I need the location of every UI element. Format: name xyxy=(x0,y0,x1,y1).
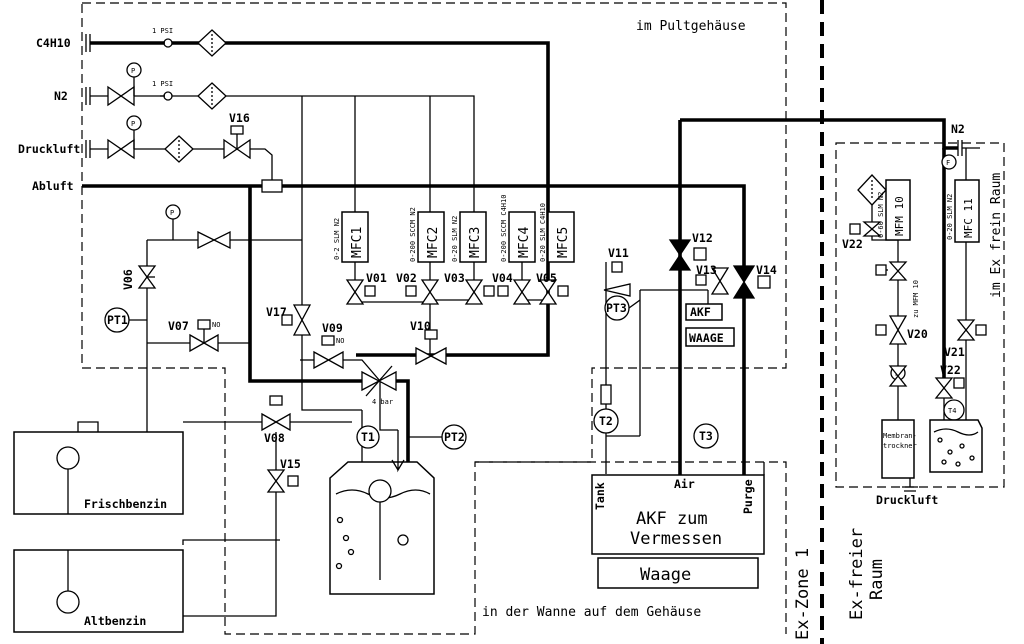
v09-label: V09 xyxy=(322,321,343,335)
purge-port-label: Purge xyxy=(741,479,755,514)
v20-label: V20 xyxy=(907,327,928,341)
t4-label: T4 xyxy=(948,407,956,415)
sensors xyxy=(104,154,965,450)
v13-label: V13 xyxy=(696,263,717,277)
v11-label: V11 xyxy=(608,246,629,260)
mfc3-range: 0-20 SLM N2 xyxy=(451,216,459,262)
no-label-2: NO xyxy=(336,337,344,345)
t1-label: T1 xyxy=(361,430,375,444)
mfc11-label: MFC 11 xyxy=(962,198,975,238)
v04-label: V04 xyxy=(492,271,513,285)
pt3-label: PT3 xyxy=(606,301,627,315)
inlet-n2-label: N2 xyxy=(54,89,68,103)
akf-small-label: AKF xyxy=(690,305,711,319)
mfc5-label: MFC5 xyxy=(556,227,571,258)
tank-port-label: Tank xyxy=(593,482,607,510)
waage-label: Waage xyxy=(640,565,691,585)
pt2-label: PT2 xyxy=(444,430,465,444)
valve-labels: V01 V02 V03 V04 V05 V06 V07 NO V08 V09 N… xyxy=(121,111,965,471)
v01-label: V01 xyxy=(366,271,387,285)
zone-label-exfrei-2: Raum xyxy=(867,559,887,600)
v17-label: V17 xyxy=(266,305,287,319)
main-thick-lines xyxy=(82,41,958,485)
outlet-abluft-label: Abluft xyxy=(32,179,74,193)
mfc5-range: 0-20 SLM C4H10 xyxy=(539,203,547,262)
gauge-p-1: P xyxy=(131,67,135,75)
v07-label: V07 xyxy=(168,319,189,333)
bar-label: 4 bar xyxy=(372,398,393,406)
inlet-c4h10-label: C4H10 xyxy=(36,36,71,50)
psi-label-1: 1 PSI xyxy=(152,27,173,35)
mfc1-label: MFC1 xyxy=(350,227,365,258)
t3-label: T3 xyxy=(699,429,713,443)
mfc11-range: 0-20 SLM N2 xyxy=(946,194,954,240)
v22a-label: V22 xyxy=(842,237,863,251)
mfc4-range: 0-200 SCCM C4H10 xyxy=(500,195,508,262)
tanks xyxy=(13,303,983,633)
zu-mfm10-label: zu MFM 10 xyxy=(912,280,920,318)
psi-label-2: 1 PSI xyxy=(152,80,173,88)
vessel-connections xyxy=(391,430,765,475)
v10-label: V10 xyxy=(410,319,431,333)
f-label: F xyxy=(946,159,950,167)
mfc-boxes xyxy=(341,179,980,263)
v02-label: V02 xyxy=(396,271,417,285)
inlet-symbols xyxy=(85,29,980,206)
akf-title-2: Vermessen xyxy=(630,529,722,549)
zone-label-exzone: Ex-Zone 1 xyxy=(793,548,813,640)
pt1-label: PT1 xyxy=(107,313,128,327)
mfc2-range: 0-200 SCCM N2 xyxy=(409,207,417,262)
v12-label: V12 xyxy=(692,231,713,245)
no-label-1: NO xyxy=(212,321,220,329)
v14-label: V14 xyxy=(756,263,777,277)
v21-label: V21 xyxy=(944,345,965,359)
thin-piping xyxy=(80,95,967,617)
v15-label: V15 xyxy=(280,457,301,471)
akf-title-1: AKF zum xyxy=(636,509,708,529)
inlet-druckluft-label: Druckluft xyxy=(18,142,80,156)
abluft-damper xyxy=(261,179,283,193)
gauge-p-2: P xyxy=(131,120,135,128)
v05-label: V05 xyxy=(536,271,557,285)
gauge-p-3: P xyxy=(170,209,174,217)
v08-label: V08 xyxy=(264,431,285,445)
zone-label-wanne: in der Wanne auf dem Gehäuse xyxy=(482,605,701,620)
zone-label-pult: im Pultgehäuse xyxy=(636,19,746,34)
zone-label-imexfrei: im Ex frein Raum xyxy=(989,173,1004,298)
mfm10-range: 0-60 SLM N2 xyxy=(877,192,885,238)
t2-label: T2 xyxy=(599,414,613,428)
mfc1-range: 0-2 SLM N2 xyxy=(333,218,341,260)
air-port-label: Air xyxy=(674,477,695,491)
mfc3-label: MFC3 xyxy=(468,227,483,258)
control-valves xyxy=(137,221,987,493)
zone-boundaries xyxy=(81,0,1005,644)
membran-label-1: Membran- xyxy=(883,432,917,440)
tank-alt-label: Altbenzin xyxy=(84,614,146,628)
v06-label: V06 xyxy=(121,269,135,290)
druckluft-bottom-label: Druckluft xyxy=(876,493,938,507)
tank-frisch-label: Frischbenzin xyxy=(84,497,167,511)
membran-label-2: trockner xyxy=(883,442,917,450)
mfm10-label: MFM 10 xyxy=(893,196,906,236)
zone-label-exfrei-1: Ex-freier xyxy=(847,528,867,620)
mfc4-label: MFC4 xyxy=(517,227,532,258)
v16-label: V16 xyxy=(229,111,250,125)
v22b-label: V22 xyxy=(940,363,961,377)
v03-label: V03 xyxy=(444,271,465,285)
n2-right-label: N2 xyxy=(951,122,965,136)
mfc2-label: MFC2 xyxy=(426,227,441,258)
waage-small-label: WAAGE xyxy=(689,331,724,345)
hand-valve xyxy=(197,230,231,250)
